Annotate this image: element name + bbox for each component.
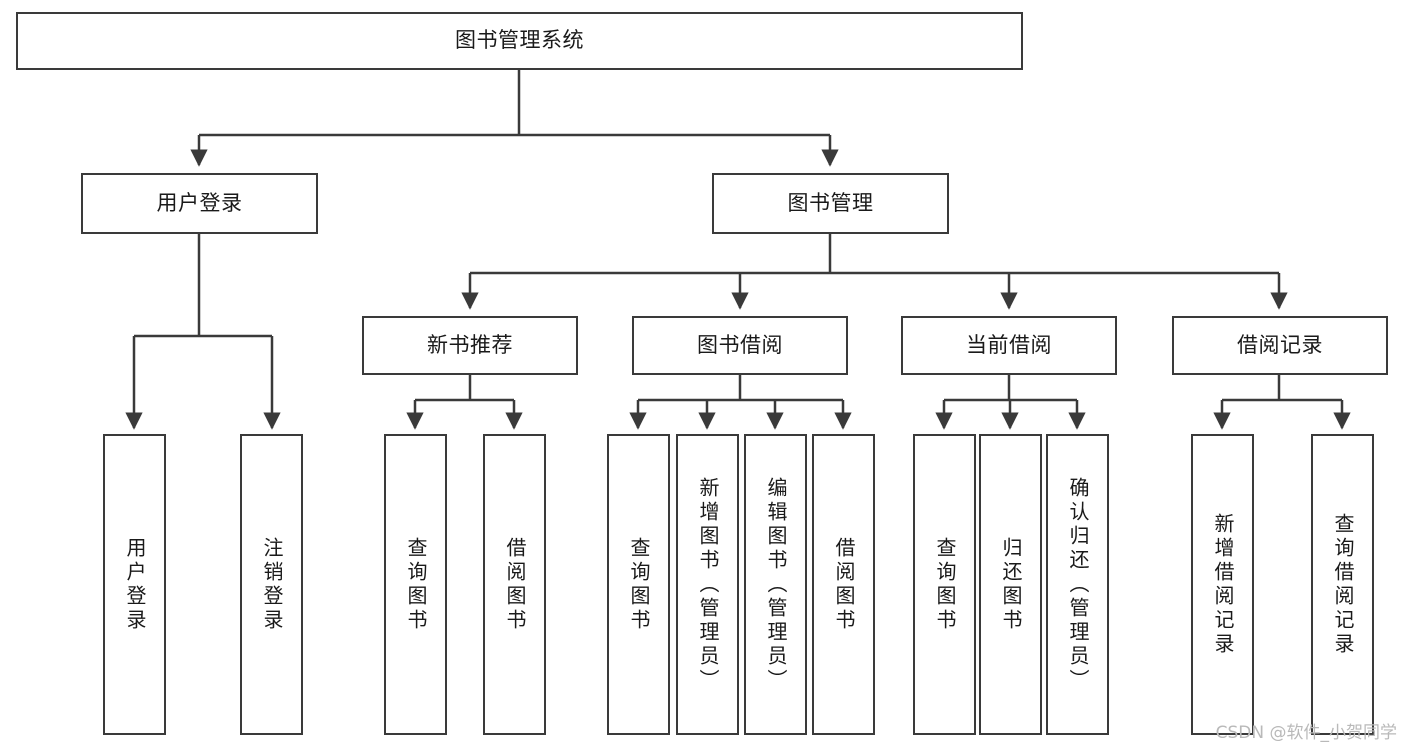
node-new-book-recommend-label: 新书推荐 [427, 332, 513, 357]
leaf-borrow-borrow-book-label: 借阅图书 [832, 536, 856, 633]
node-user-login[interactable]: 用户登录 [81, 173, 318, 234]
leaf-current-return-book[interactable]: 归还图书 [979, 434, 1042, 735]
csdn-watermark: CSDN @软件_小贺同学 [1215, 723, 1397, 743]
leaf-current-confirm-return-label: 确认归还（管理员） [1066, 476, 1090, 693]
leaf-record-query-label: 查询借阅记录 [1331, 512, 1355, 657]
leaf-borrow-add-book[interactable]: 新增图书（管理员） [676, 434, 739, 735]
node-book-borrow[interactable]: 图书借阅 [632, 316, 848, 375]
node-new-book-recommend[interactable]: 新书推荐 [362, 316, 578, 375]
leaf-record-add-label: 新增借阅记录 [1211, 512, 1235, 657]
leaf-borrow-query-book[interactable]: 查询图书 [607, 434, 670, 735]
node-root[interactable]: 图书管理系统 [16, 12, 1023, 70]
leaf-new-book-borrow-label: 借阅图书 [503, 536, 527, 633]
leaf-user-login-logout-label: 注销登录 [260, 536, 284, 633]
node-current-borrow[interactable]: 当前借阅 [901, 316, 1117, 375]
leaf-borrow-query-book-label: 查询图书 [627, 536, 651, 633]
node-current-borrow-label: 当前借阅 [966, 332, 1052, 357]
leaf-borrow-edit-book[interactable]: 编辑图书（管理员） [744, 434, 807, 735]
leaf-record-add[interactable]: 新增借阅记录 [1191, 434, 1254, 735]
leaf-current-query-book[interactable]: 查询图书 [913, 434, 976, 735]
leaf-record-query[interactable]: 查询借阅记录 [1311, 434, 1374, 735]
node-root-label: 图书管理系统 [455, 28, 584, 53]
leaf-new-book-query-label: 查询图书 [404, 536, 428, 633]
node-book-management[interactable]: 图书管理 [712, 173, 949, 234]
leaf-user-login-login-label: 用户登录 [123, 536, 147, 633]
leaf-new-book-query[interactable]: 查询图书 [384, 434, 447, 735]
leaf-borrow-add-book-label: 新增图书（管理员） [696, 476, 720, 693]
leaf-new-book-borrow[interactable]: 借阅图书 [483, 434, 546, 735]
leaf-current-query-book-label: 查询图书 [933, 536, 957, 633]
leaf-user-login-logout[interactable]: 注销登录 [240, 434, 303, 735]
leaf-borrow-edit-book-label: 编辑图书（管理员） [764, 476, 788, 693]
leaf-user-login-login[interactable]: 用户登录 [103, 434, 166, 735]
leaf-current-confirm-return[interactable]: 确认归还（管理员） [1046, 434, 1109, 735]
leaf-borrow-borrow-book[interactable]: 借阅图书 [812, 434, 875, 735]
node-user-login-label: 用户登录 [156, 190, 243, 215]
node-borrow-record-label: 借阅记录 [1237, 332, 1323, 357]
node-book-borrow-label: 图书借阅 [697, 332, 783, 357]
node-borrow-record[interactable]: 借阅记录 [1172, 316, 1388, 375]
leaf-current-return-book-label: 归还图书 [999, 536, 1023, 633]
node-book-management-label: 图书管理 [787, 190, 874, 215]
